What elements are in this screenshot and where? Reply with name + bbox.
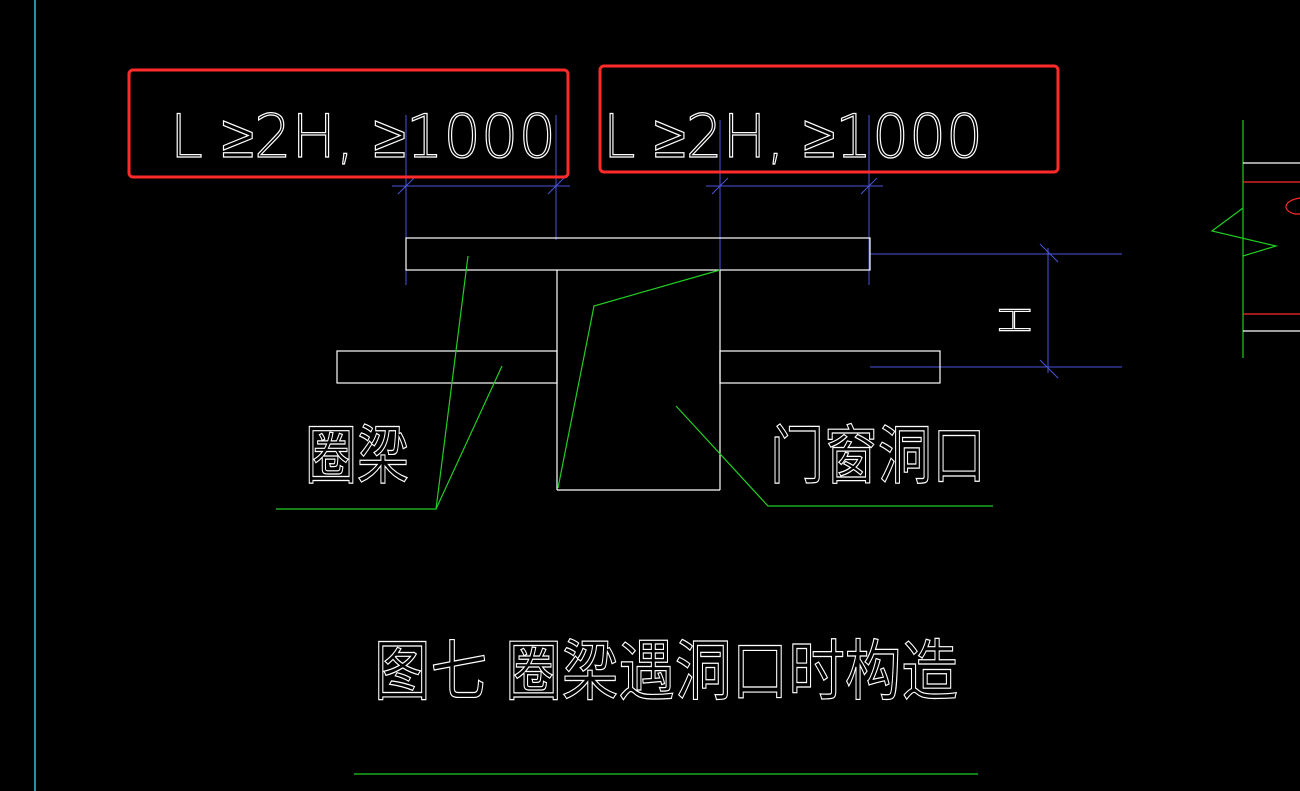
ring-beam-label: 圈梁 <box>305 420 409 494</box>
dimension-label-left: L ≥2H, ≥1000 <box>170 102 556 172</box>
figure-caption: 图七 圈梁遇洞口时构造 <box>374 633 958 710</box>
ring-beam-lower-left <box>336 350 558 384</box>
opening-label: 门窗洞口 <box>770 420 986 494</box>
ring-beam-upper <box>405 237 871 271</box>
dimension-lines <box>392 115 1122 379</box>
dimension-label-right: L ≥2H, ≥1000 <box>603 102 983 172</box>
adjacent-drawing-fragment <box>1243 162 1300 332</box>
door-window-opening <box>556 270 721 491</box>
height-label: H <box>991 304 1040 336</box>
leader-lines <box>276 120 1279 775</box>
highlight-box-left <box>127 68 570 179</box>
highlight-box-right <box>598 64 1060 174</box>
